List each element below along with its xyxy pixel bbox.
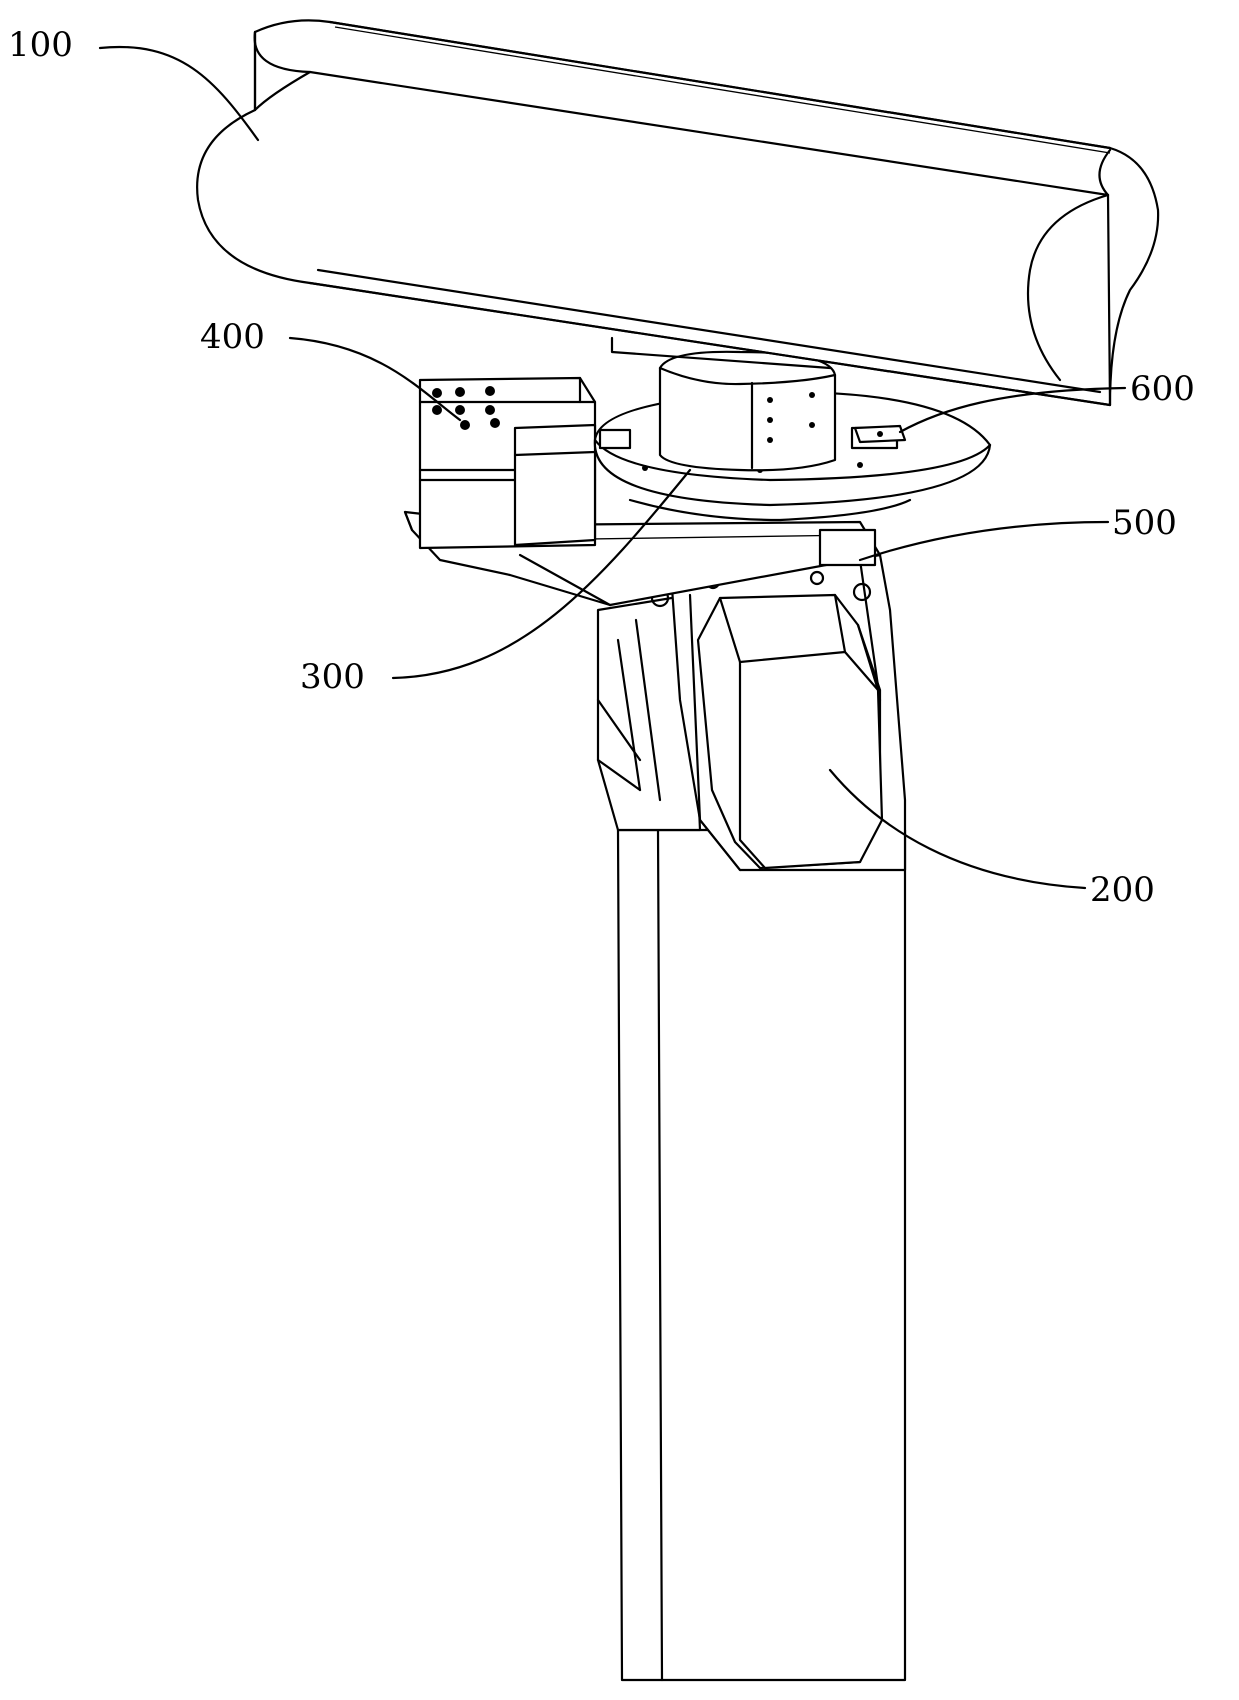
leader-100 bbox=[98, 45, 260, 142]
leader-300 bbox=[391, 468, 692, 680]
control-box bbox=[418, 376, 597, 550]
label-600: 600 bbox=[1130, 369, 1195, 409]
leader-400 bbox=[288, 336, 462, 422]
leader-500 bbox=[858, 520, 1110, 562]
support-column bbox=[616, 828, 907, 1682]
label-100: 100 bbox=[8, 25, 73, 65]
central-hub bbox=[658, 350, 837, 472]
leader-600 bbox=[898, 386, 1127, 434]
leader-lines bbox=[98, 45, 1127, 890]
connector-part bbox=[853, 424, 907, 444]
label-300: 300 bbox=[300, 657, 365, 697]
motor-housing bbox=[650, 570, 884, 870]
antenna-reflector bbox=[196, 19, 1160, 407]
label-500: 500 bbox=[1112, 503, 1177, 543]
label-400: 400 bbox=[200, 317, 265, 357]
label-200: 200 bbox=[1090, 870, 1155, 910]
leader-200 bbox=[828, 768, 1087, 890]
